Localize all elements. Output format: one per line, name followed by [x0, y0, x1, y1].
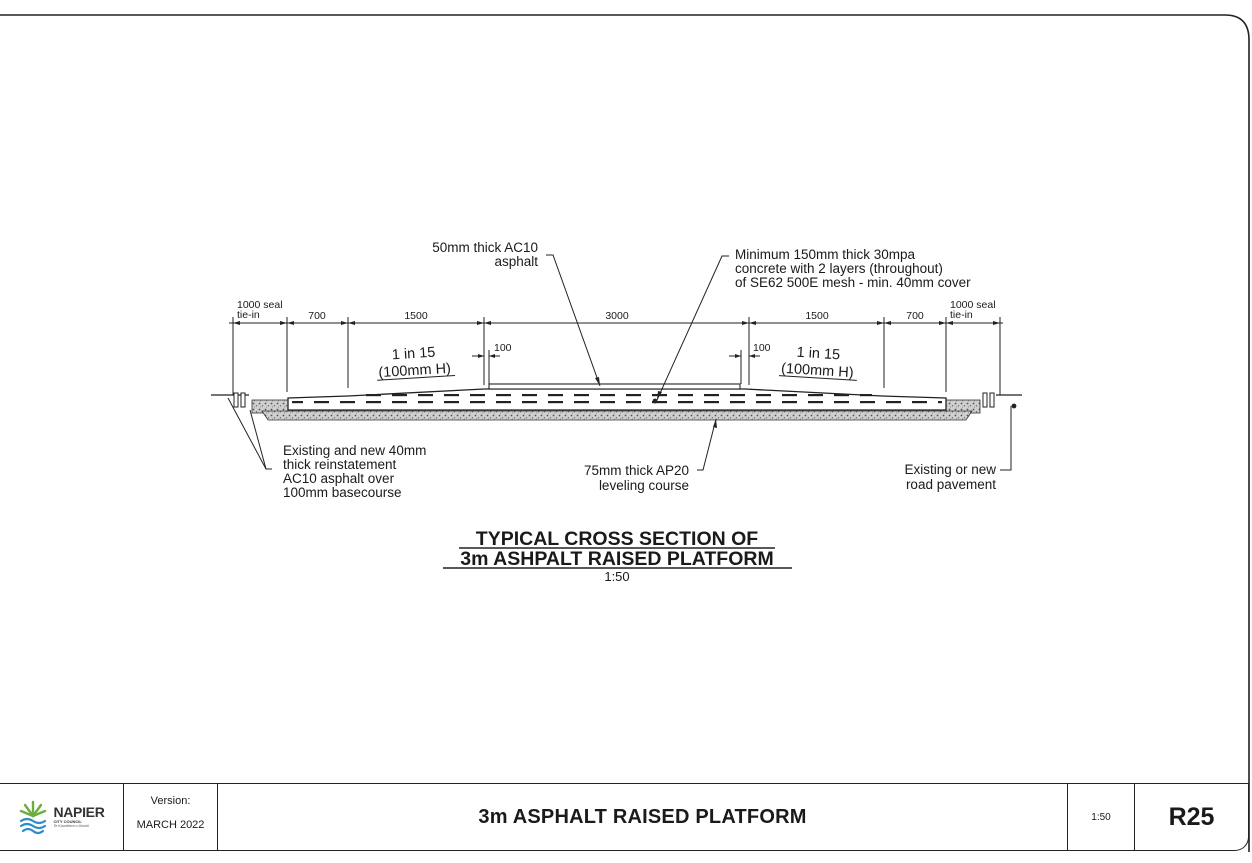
version-cell: Version: MARCH 2022 [124, 784, 218, 850]
callout-road-1: Existing or new [904, 462, 996, 477]
leveling-course [261, 410, 973, 421]
callout-leveling-2: leveling course [599, 478, 689, 493]
logo-name: NAPIER [53, 804, 105, 821]
asphalt-top-layer [488, 383, 741, 390]
dim-1500-right: 1500 [805, 310, 829, 322]
logo-tagline: Te Kaunihera o Ahuriri [53, 824, 89, 829]
callout-concrete-2: concrete with 2 layers (throughout) [735, 261, 943, 276]
drawing-number: R25 [1168, 802, 1215, 831]
callout-reinstatement-2: thick reinstatement [283, 457, 397, 472]
drawing-scale: 1:50 [1068, 784, 1135, 850]
logo-sub: CITY COUNCIL [53, 819, 82, 825]
callout-concrete-3: of SE62 500E mesh - min. 40mm cover [735, 275, 971, 290]
dim-100-right: 100 [753, 342, 771, 354]
dim-3000: 3000 [605, 310, 629, 322]
slope-right-ratio: 1 in 15 [796, 345, 840, 364]
slope-left-ratio: 1 in 15 [391, 345, 435, 364]
dim-seal-left-2: tie-in [237, 309, 260, 321]
callout-reinstatement-1: Existing and new 40mm [283, 443, 426, 458]
version-label: Version: [150, 795, 191, 807]
callout-asphalt-1: 50mm thick AC10 [432, 240, 538, 255]
cross-section-geometry [211, 383, 1022, 421]
slope-left-height: (100mm H) [378, 361, 451, 381]
version-value: MARCH 2022 [136, 819, 205, 831]
callout-asphalt-2: asphalt [494, 254, 538, 269]
napier-leaf-wave-icon [20, 800, 47, 835]
callout-concrete-1: Minimum 150mm thick 30mpa [735, 247, 916, 262]
dim-seal-right-1: 1000 seal [950, 299, 996, 311]
council-logo: NAPIER CITY COUNCIL Te Kaunihera o Ahuri… [0, 784, 124, 850]
dim-1500-left: 1500 [404, 310, 428, 322]
callout-reinstatement-3: AC10 asphalt over [283, 471, 395, 486]
dim-seal-left-1: 1000 seal [237, 299, 283, 311]
dim-700-left: 700 [308, 310, 326, 322]
section-title-2: 3m ASHPALT RAISED PLATFORM [460, 548, 773, 570]
callout-road-2: road pavement [906, 477, 996, 492]
dimension-chain [229, 317, 1003, 395]
drawing-title: 3m ASPHALT RAISED PLATFORM [218, 784, 1068, 850]
dim-seal-right-2: tie-in [950, 309, 973, 321]
slope-right-height: (100mm H) [781, 361, 854, 381]
callout-leveling-1: 75mm thick AP20 [584, 463, 689, 478]
callout-reinstatement-4: 100mm basecourse [283, 485, 402, 500]
section-title-1: TYPICAL CROSS SECTION OF [476, 528, 759, 550]
sheet-border [0, 14, 1250, 852]
dim-700-right: 700 [906, 310, 924, 322]
section-scale: 1:50 [604, 569, 629, 584]
title-block: NAPIER CITY COUNCIL Te Kaunihera o Ahuri… [0, 783, 1249, 851]
dim-100-left: 100 [494, 342, 512, 354]
